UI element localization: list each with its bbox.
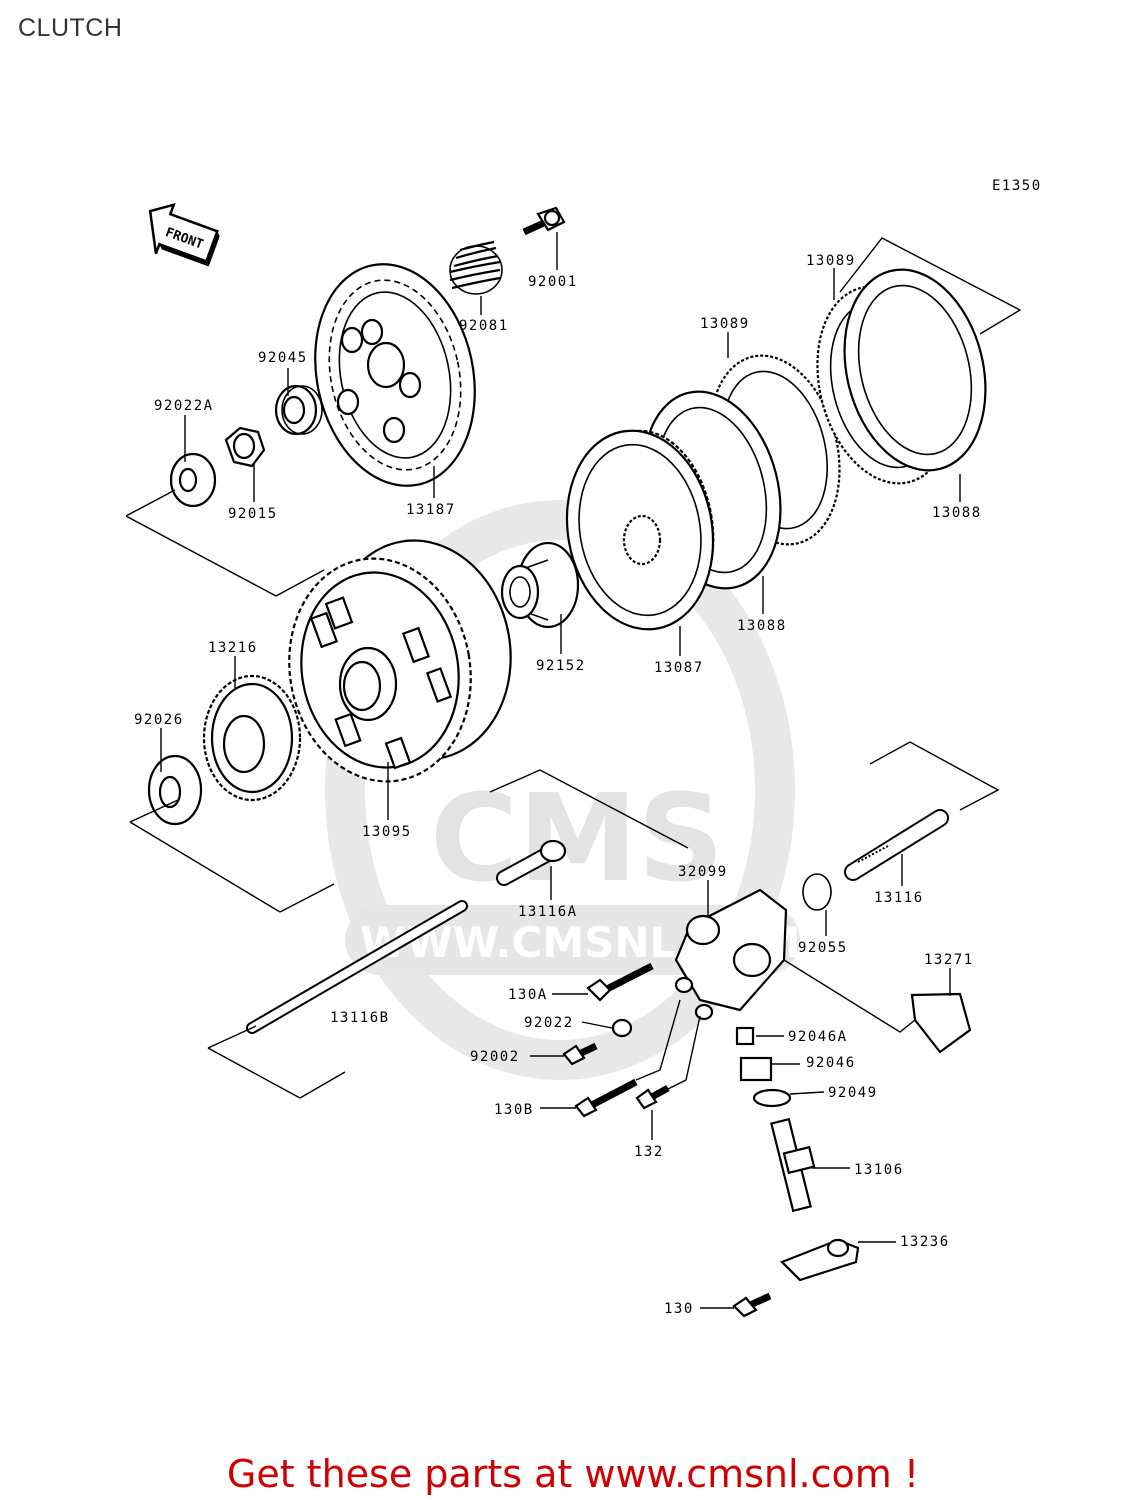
part-label: 92049 [828, 1085, 878, 1101]
part-label: 13187 [406, 502, 456, 518]
part-label: 92152 [536, 658, 586, 674]
group-bracket-lines [125, 237, 1022, 1099]
part-label: 92015 [228, 506, 278, 522]
part-labels: 92001 92081 92045 92022A 92015 13187 130… [134, 253, 982, 1317]
part-label: 13116A [518, 904, 578, 920]
part-label: 13216 [208, 640, 258, 656]
footer-link-text[interactable]: Get these parts at www.cmsnl.com ! [226, 1452, 920, 1496]
part-92045-bearing [274, 384, 323, 436]
part-92001-bolt [522, 206, 566, 236]
part-label: 130 [664, 1301, 694, 1317]
part-label: 92055 [798, 940, 848, 956]
part-92046-bushing [739, 1056, 773, 1082]
page-title: CLUTCH [18, 14, 123, 42]
part-92015-nut [224, 426, 266, 468]
part-label: 92002 [470, 1049, 520, 1065]
part-label: 92026 [134, 712, 184, 728]
part-label: 92081 [459, 318, 509, 334]
part-92152-sleeve [500, 541, 580, 629]
part-label: 13089 [700, 316, 750, 332]
part-label: 92022 [524, 1015, 574, 1031]
part-label: 13087 [654, 660, 704, 676]
part-92055-oring [802, 873, 832, 911]
part-13095-clutch-housing [288, 539, 512, 783]
part-13116b-rod [246, 900, 468, 1034]
part-13116-shaft [844, 809, 949, 881]
part-label: 92022A [154, 398, 214, 414]
part-label: 92045 [258, 350, 308, 366]
part-130b-bolt [574, 1078, 638, 1118]
part-label: 13088 [737, 618, 787, 634]
part-130a-bolt [586, 962, 654, 1002]
front-arrow-icon: FRONT [148, 202, 220, 267]
part-92022-washer [611, 1018, 633, 1038]
part-13236-lever [780, 1238, 860, 1282]
part-13116a-pushrod [496, 839, 567, 886]
part-label: 32099 [678, 864, 728, 880]
part-13088-plates [642, 268, 987, 590]
diagram-code: E1350 [992, 178, 1042, 194]
part-label: 13106 [854, 1162, 904, 1178]
part-130-bolt [732, 1292, 772, 1318]
part-32099-housing [674, 888, 788, 1021]
part-label: 13095 [362, 824, 412, 840]
part-92022a-washer [169, 452, 217, 508]
part-92026-washer [147, 754, 203, 826]
part-label: 92001 [528, 274, 578, 290]
part-label: 13116B [330, 1010, 390, 1026]
part-label: 130A [508, 987, 548, 1003]
leader-lines [160, 232, 961, 1309]
part-92002-bolt [562, 1042, 598, 1066]
part-label: 13116 [874, 890, 924, 906]
part-92049-seal [752, 1088, 792, 1108]
part-label: 92046 [806, 1055, 856, 1071]
part-label: 132 [634, 1144, 664, 1160]
part-13216-gear [202, 674, 302, 802]
part-13087-clutch-hub [565, 429, 715, 631]
part-92046a-bushing [735, 1026, 755, 1046]
part-label: 13088 [932, 505, 982, 521]
exploded-parts-diagram: CMS WWW.CMSNL.COM E1350 FRONT [125, 178, 1042, 1318]
part-label: 92046A [788, 1029, 848, 1045]
part-label: 130B [494, 1102, 534, 1118]
part-label: 13236 [900, 1234, 950, 1250]
part-13187-pressure-plate [314, 263, 476, 487]
part-92081-spring [449, 240, 503, 295]
watermark-brand: CMS [430, 770, 724, 909]
part-13106-shaft [770, 1117, 816, 1213]
part-label: 13271 [924, 952, 974, 968]
part-132-bolt [635, 1084, 670, 1110]
part-label: 13089 [806, 253, 856, 269]
part-13271-cover [910, 992, 972, 1054]
